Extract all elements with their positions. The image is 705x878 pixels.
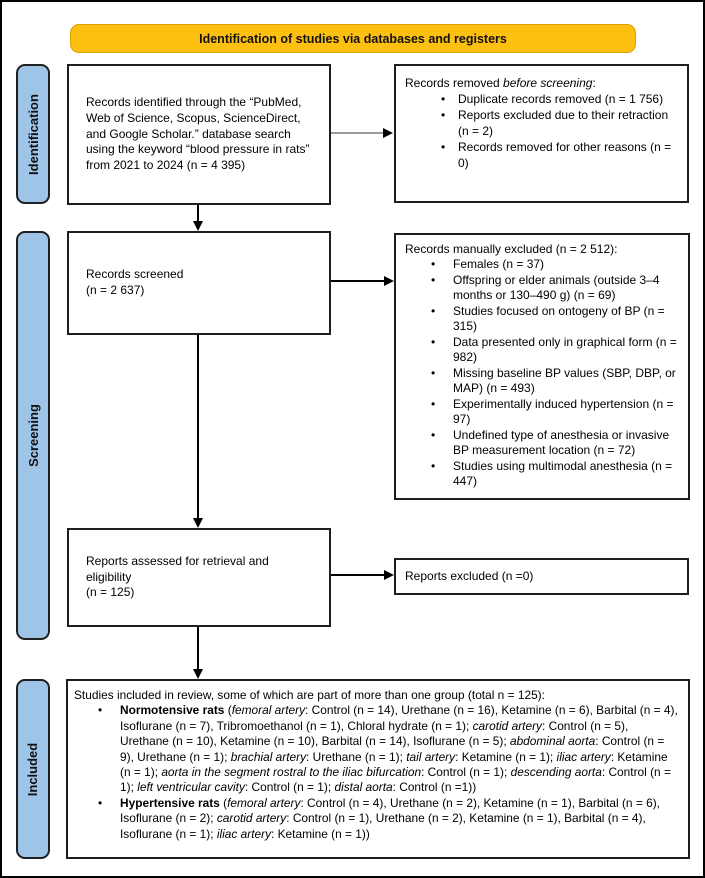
banner-title: Identification of studies via databases … (199, 31, 507, 46)
records-removed-title: Records removed before screening: (405, 76, 596, 90)
list-item: Studies using multimodal anesthesia (n =… (429, 459, 683, 490)
reports-assessed-line2: eligibility (86, 569, 132, 584)
stage-label-identification-text: Identification (25, 93, 41, 175)
connector-screened-to-assessed (197, 335, 199, 519)
list-item: Experimentally induced hypertension (n =… (429, 397, 683, 428)
list-item: Missing baseline BP values (SBP, DBP, or… (429, 366, 683, 397)
records-manually-excluded-title: Records manually excluded (n = 2 512): (405, 242, 618, 256)
studies-included-list: Normotensive rats (femoral artery: Contr… (86, 703, 680, 842)
stage-label-screening-text: Screening (25, 404, 41, 467)
stage-label-included-text: Included (25, 742, 41, 796)
box-records-removed: Records removed before screening: Duplic… (394, 64, 689, 203)
reports-assessed-line1: Reports assessed for retrieval and (86, 553, 269, 568)
list-item: Undefined type of anesthesia or invasive… (429, 428, 683, 459)
arrowhead-right-icon (383, 128, 393, 138)
reports-excluded-text: Reports excluded (n =0) (405, 568, 534, 583)
reports-assessed-count: (n = 125) (86, 585, 135, 600)
records-removed-list: Duplicate records removed (n = 1 756)Rep… (441, 92, 681, 172)
list-item: Studies focused on ontogeny of BP (n = 3… (429, 304, 683, 335)
list-item: Females (n = 37) (429, 257, 683, 273)
list-item: Reports excluded due to their retraction… (441, 108, 681, 140)
list-item: Normotensive rats (femoral artery: Contr… (86, 703, 680, 795)
stage-label-included: Included (16, 679, 50, 859)
stage-label-identification: Identification (16, 64, 50, 204)
arrowhead-down-icon (193, 221, 203, 231)
records-identified-text: Records identified through the “PubMed, … (86, 94, 310, 173)
box-records-identified: Records identified through the “PubMed, … (67, 64, 331, 205)
arrowhead-down-icon (193, 518, 203, 528)
box-reports-excluded: Reports excluded (n =0) (394, 558, 689, 595)
arrowhead-down-icon (193, 669, 203, 679)
list-item: Hypertensive rats (femoral artery: Contr… (86, 796, 680, 842)
records-screened-count: (n = 2 637) (86, 283, 145, 297)
records-manually-excluded-list: Females (n = 37)Offspring or elder anima… (429, 257, 683, 489)
box-records-screened: Records screened (n = 2 637) (67, 231, 331, 335)
box-studies-included: Studies included in review, some of whic… (66, 679, 690, 859)
connector-identified-to-removed (331, 132, 383, 134)
header-banner: Identification of studies via databases … (70, 24, 636, 53)
studies-included-title: Studies included in review, some of whic… (74, 688, 545, 702)
list-item: Data presented only in graphical form (n… (429, 335, 683, 366)
records-screened-line1: Records screened (86, 267, 184, 282)
arrowhead-right-icon (384, 276, 394, 286)
connector-identified-to-screened (197, 205, 199, 223)
list-item: Offspring or elder animals (outside 3–4 … (429, 273, 683, 304)
list-item: Duplicate records removed (n = 1 756) (441, 92, 681, 108)
arrowhead-right-icon (384, 570, 394, 580)
connector-assessed-to-included (197, 627, 199, 670)
box-reports-assessed: Reports assessed for retrieval and eligi… (67, 528, 331, 627)
box-records-manually-excluded: Records manually excluded (n = 2 512): F… (394, 233, 690, 500)
connector-assessed-to-reports-excluded (331, 574, 384, 576)
connector-screened-to-excluded (331, 280, 384, 282)
stage-label-screening: Screening (16, 231, 50, 640)
list-item: Records removed for other reasons (n = 0… (441, 140, 681, 172)
